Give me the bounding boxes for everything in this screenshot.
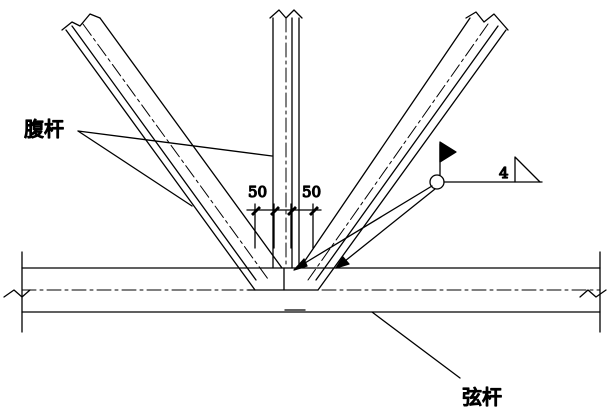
weld-size-label: 4 (499, 164, 509, 182)
weld-arrow-left-icon (293, 258, 308, 271)
joint-plate (247, 267, 319, 291)
label-leaders (77, 130, 461, 379)
web-leader-diagonal (77, 130, 193, 207)
break-mark-left-diagonal (61, 13, 101, 31)
web-member-left-diagonal (61, 13, 283, 291)
weld-arrow-right-icon (335, 256, 350, 269)
fillet-weld-icon (514, 156, 541, 183)
break-mark-vertical (269, 9, 303, 19)
spacing-left-label: 50 (248, 183, 267, 201)
chord-member-label: 弦杆 (462, 385, 502, 409)
all-around-weld-circle (429, 174, 445, 190)
break-mark-right (579, 289, 607, 298)
web-member-label: 腹杆 (24, 117, 64, 141)
web-member-right-diagonal (299, 11, 509, 291)
weld-leader-left (299, 185, 433, 267)
web-leader-vertical (77, 130, 273, 157)
chord-leader (371, 311, 461, 379)
dimension-ticks (251, 206, 319, 216)
weld-symbol (293, 141, 543, 271)
break-mark-right-diagonal (465, 11, 509, 31)
break-mark-left (3, 289, 31, 298)
web-member-vertical (269, 9, 303, 269)
field-weld-flag-icon (439, 141, 457, 163)
spacing-dimensions (246, 203, 322, 249)
weld-leader-right (339, 188, 436, 266)
spacing-right-label: 50 (302, 183, 321, 201)
